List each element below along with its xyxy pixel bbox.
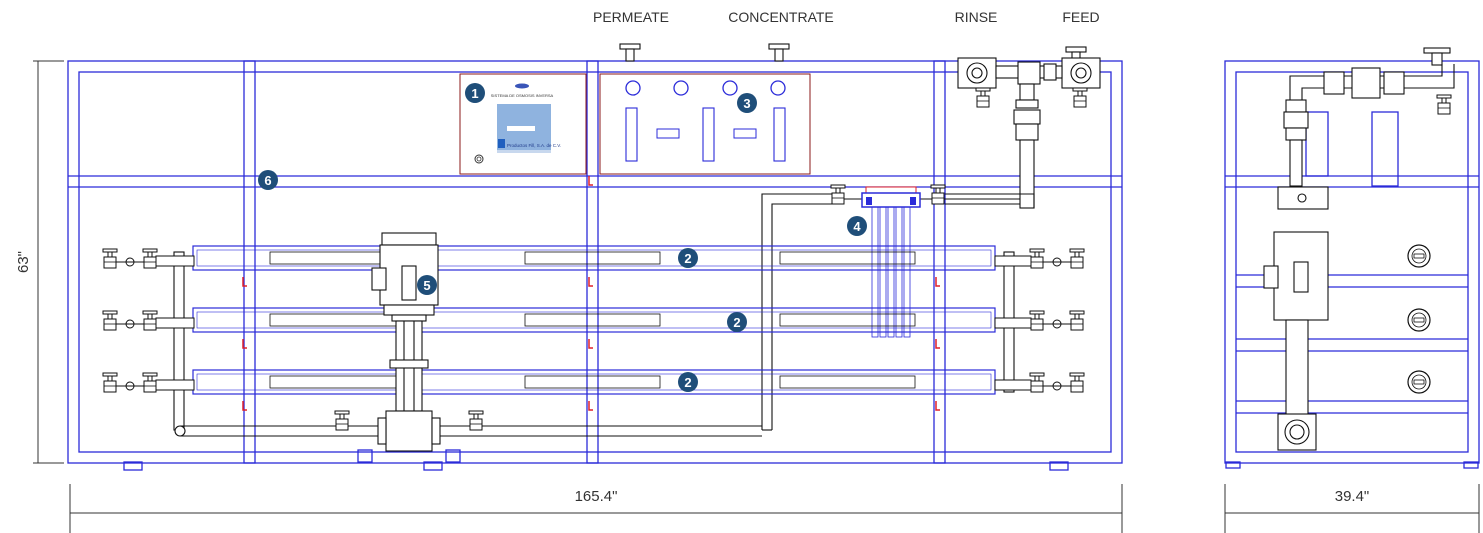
callout-badge-2c: 2: [678, 372, 698, 392]
callout-badge-3: 3: [737, 93, 757, 113]
height-dimension: 63": [15, 251, 32, 273]
high-pressure-pump: [371, 232, 441, 452]
front-width-dimension: 165.4": [575, 488, 618, 505]
concentrate-outlet: [768, 43, 790, 62]
valve-upper-left: [830, 184, 846, 205]
valve-pump-inlet: [334, 410, 350, 431]
side-vessel-end-2: [1407, 308, 1431, 332]
membrane-vessel-1: [192, 245, 996, 271]
permeate-outlet: [619, 43, 641, 62]
dimension-lines: [33, 60, 1480, 533]
svg-text:1: 1: [471, 86, 478, 101]
svg-text:3: 3: [743, 96, 750, 111]
svg-text:5: 5: [423, 278, 430, 293]
side-frame: [1224, 60, 1480, 469]
side-vessel-end-1: [1407, 244, 1431, 268]
flowmeter-panel: [599, 73, 811, 175]
svg-text:4: 4: [853, 219, 861, 234]
svg-text:2: 2: [684, 251, 691, 266]
side-valve: [1436, 94, 1452, 115]
svg-text:2: 2: [684, 375, 691, 390]
side-width-dimension: 39.4": [1335, 488, 1370, 505]
callout-badge-5: 5: [417, 275, 437, 295]
valve-upper-right: [930, 184, 946, 205]
cartridge-filter: [861, 186, 921, 338]
svg-text:2: 2: [733, 315, 740, 330]
feed-label: FEED: [1062, 9, 1099, 25]
callout-badge-2b: 2: [727, 312, 747, 332]
permeate-label: PERMEATE: [593, 9, 669, 25]
rinse-label: RINSE: [955, 9, 998, 25]
callout-badge-2a: 2: [678, 248, 698, 268]
membrane-vessel-3: [192, 369, 996, 395]
right-valves: [994, 248, 1085, 393]
vessel-brackets: [242, 176, 940, 411]
panel-title: SISTEMA DE OSMOSIS INVERSA: [491, 93, 554, 98]
membrane-vessel-2: [192, 307, 996, 333]
panel-brand: Productos Fill, S.A. de C.V.: [507, 143, 561, 148]
left-manifold: [173, 251, 772, 437]
rinse-feed-manifold: [957, 57, 1101, 209]
callout-badge-4: 4: [847, 216, 867, 236]
left-valves: [102, 248, 195, 393]
concentrate-label: CONCENTRATE: [728, 9, 834, 25]
front-frame: [67, 60, 1123, 471]
callout-badge-6: 6: [258, 170, 278, 190]
side-piping: [1263, 47, 1455, 451]
callout-badge-1: 1: [465, 83, 485, 103]
control-panel: SISTEMA DE OSMOSIS INVERSA Productos Fil…: [459, 73, 587, 175]
side-vessel-end-3: [1407, 370, 1431, 394]
valve-pump-outlet: [468, 410, 484, 431]
svg-text:6: 6: [264, 173, 271, 188]
